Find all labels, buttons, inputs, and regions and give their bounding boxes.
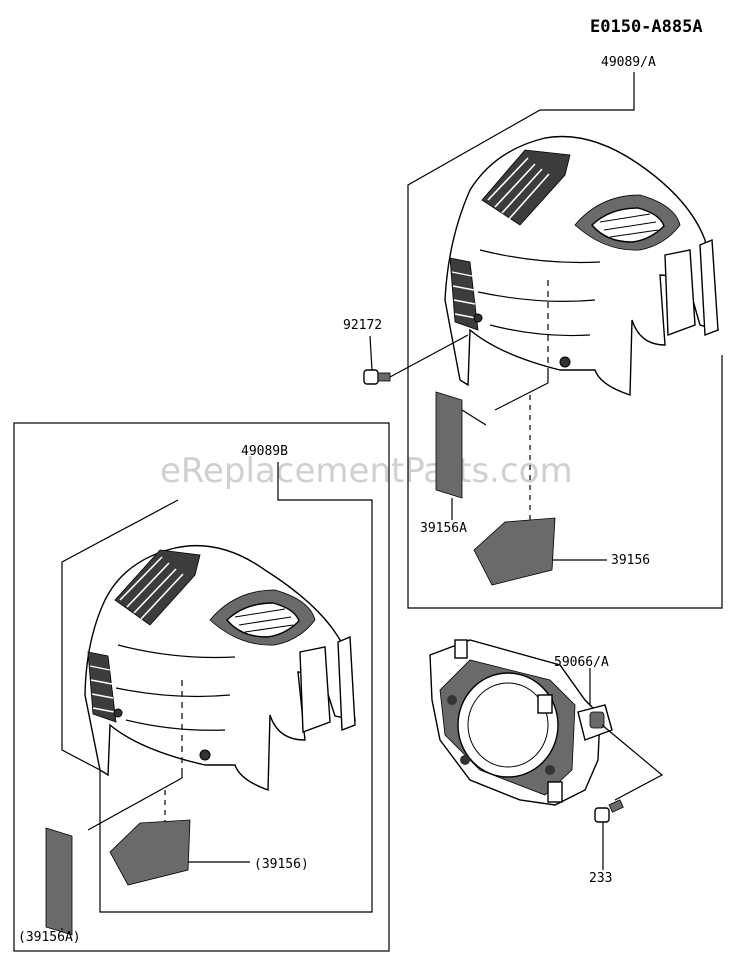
label-bolt-92172[interactable]: 92172 — [343, 318, 382, 333]
label-housing[interactable]: 59066/A — [554, 655, 609, 670]
bolt-233[interactable] — [594, 799, 624, 823]
label-decal-39156[interactable]: 39156 — [611, 553, 650, 568]
label-decal-39156a-alt[interactable]: (39156A) — [18, 930, 81, 945]
label-cover-b[interactable]: 49089B — [241, 444, 288, 459]
label-decal-39156-alt[interactable]: (39156) — [254, 857, 309, 872]
diagram-id: E0150-A885A — [590, 17, 703, 37]
watermark: eReplacementParts.com — [160, 451, 573, 491]
decal-39156a[interactable] — [435, 391, 463, 499]
engine-cover-b[interactable] — [84, 544, 356, 791]
decal-39156[interactable] — [473, 517, 556, 586]
bolt-92172[interactable] — [363, 334, 469, 385]
label-cover-a[interactable]: 49089/A — [601, 55, 656, 70]
decal-39156-alt[interactable] — [109, 819, 191, 886]
label-bolt-233[interactable]: 233 — [589, 871, 612, 886]
cover-b-frame — [13, 422, 390, 952]
fan-housing[interactable] — [429, 639, 613, 806]
engine-cover-a[interactable] — [444, 135, 719, 396]
cover-a-frame — [407, 72, 723, 609]
label-decal-39156a[interactable]: 39156A — [420, 521, 467, 536]
decal-39156a-alt[interactable] — [45, 827, 73, 936]
guide-lines-a — [494, 280, 549, 520]
